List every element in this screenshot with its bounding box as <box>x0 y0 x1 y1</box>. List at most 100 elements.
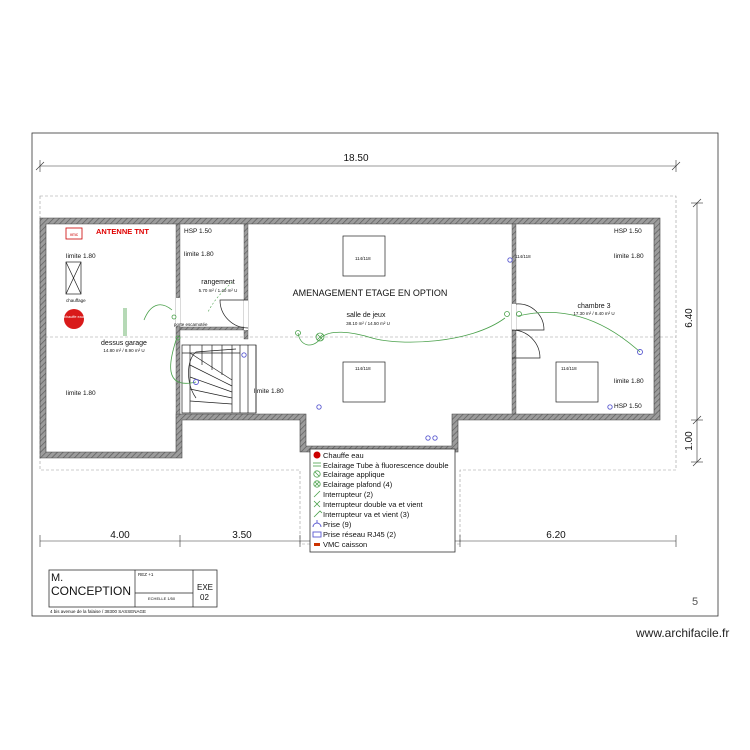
porte-label: porte escamotée <box>174 322 208 327</box>
socket-icon <box>241 352 247 358</box>
electrical-symbols <box>171 257 643 441</box>
rj45-icon <box>312 531 322 538</box>
dim-seg-left: 4.00 <box>110 530 130 541</box>
dim-seg-mid: 3.50 <box>232 530 252 541</box>
switch-icon <box>516 311 522 317</box>
svg-text:Eclairage Tube à fluorescence: Eclairage Tube à fluorescence double <box>323 461 449 470</box>
ceiling-light-icon <box>313 480 321 488</box>
svg-text:Prise (9): Prise (9) <box>323 520 352 529</box>
dimension-total-width: 18.50 <box>35 153 681 172</box>
sheet-border <box>31 132 719 617</box>
socket-icon <box>507 257 513 263</box>
title-block: M. CONCEPTION REZ +1 ECHELLE 1/50 EXE 02… <box>48 569 218 614</box>
chambre-name: chambre 3 <box>577 303 610 310</box>
company-line1: M. <box>51 572 63 584</box>
hsp-label: HSP 1.50 <box>184 228 212 235</box>
salle-name: salle de jeux <box>347 312 386 319</box>
legend-fluorescent: Eclairage Tube à fluorescence double <box>313 461 449 470</box>
socket-icon <box>607 404 613 410</box>
socket-icon <box>432 435 438 441</box>
rangement-name: rangement <box>201 279 235 286</box>
limit-label: limite 1.80 <box>184 251 214 258</box>
staircase <box>181 344 257 414</box>
switch-icon <box>175 335 181 341</box>
electrical-wiring <box>123 281 641 384</box>
legend-rj45: Prise réseau RJ45 (2) <box>312 530 396 539</box>
antenna-label: ANTENNE TNT <box>96 227 149 236</box>
legend-va-et-vient: Interrupteur va et vient (3) <box>313 510 410 519</box>
address: 4 bis avenue de la falaise / 38300 SASSE… <box>50 609 146 614</box>
switch-icon <box>171 314 177 320</box>
velux-windows: 114/118 114/118 114/118 114/118 <box>342 235 599 403</box>
velux-label: 114/118 <box>561 366 577 371</box>
wall-light-icon <box>313 470 321 478</box>
rangement-area: 5.70 m² / 1.40 m² U <box>199 288 238 293</box>
chambre-area: 17.30 m² / 8.40 m² U <box>573 311 614 316</box>
exterior-walls <box>39 217 661 459</box>
page-number: 5 <box>692 596 698 608</box>
dim-total-label: 18.50 <box>343 153 368 164</box>
legend-vmc: VMC caisson <box>314 540 367 549</box>
doors <box>176 298 545 359</box>
limit-label: limite 1.80 <box>614 378 644 385</box>
switch-icon <box>313 490 321 498</box>
red-disc-icon <box>313 451 321 459</box>
dimension-right-vertical: 6.40 1.00 <box>684 198 703 467</box>
socket-icon <box>193 379 199 385</box>
limit-label: limite 1.80 <box>66 390 96 397</box>
ceiling-light-icon <box>315 332 325 342</box>
dim-depth-label: 6.40 <box>684 308 695 328</box>
limit-label: limite 1.80 <box>614 253 644 260</box>
wall-light-icon <box>295 330 301 336</box>
legend-interrupteur: Interrupteur (2) <box>313 490 374 499</box>
room-labels: limite 1.80 limite 1.80 HSP 1.50 limite … <box>66 228 644 410</box>
switch-icon <box>504 311 510 317</box>
salle-area: 38.10 m² / 14.50 m² U <box>346 321 390 326</box>
velux-label: 114/118 <box>355 256 371 261</box>
limit-label: limite 1.80 <box>254 388 284 395</box>
limit-label: limite 1.80 <box>66 253 96 260</box>
exe-num: 02 <box>200 593 209 602</box>
legend-prise: Prise (9) <box>312 520 352 529</box>
garage-name: dessus garage <box>101 340 147 347</box>
vmc-box <box>65 227 83 240</box>
socket-icon <box>637 349 643 355</box>
garage-equipment: vmc ANTENNE TNT chauffage chauffe eau <box>64 227 149 329</box>
socket-icon <box>425 435 431 441</box>
legend-applique: Eclairage applique <box>313 470 385 479</box>
vmc-badge: vmc <box>70 232 79 237</box>
chauffage-label: chauffage <box>66 298 86 303</box>
scale-label: ECHELLE 1/50 <box>148 596 176 601</box>
svg-text:Interrupteur double va et vien: Interrupteur double va et vient <box>323 500 424 509</box>
company-line2: CONCEPTION <box>51 584 131 598</box>
chauffe-eau-label: chauffe eau <box>64 315 84 319</box>
dim-seg-right: 6.20 <box>546 530 566 541</box>
exe-label: EXE <box>197 583 213 592</box>
svg-text:Interrupteur va et vient (3): Interrupteur va et vient (3) <box>323 510 410 519</box>
svg-text:Interrupteur (2): Interrupteur (2) <box>323 490 374 499</box>
legend: Chauffe eau Eclairage Tube à fluorescenc… <box>309 448 456 553</box>
legend-double-va-et-vient: Interrupteur double va et vient <box>313 500 424 509</box>
double-switch-icon <box>313 500 321 508</box>
garage-area: 14.80 m² / 8.90 m² U <box>103 348 144 353</box>
svg-text:VMC caisson: VMC caisson <box>323 540 367 549</box>
svg-text:Eclairage applique: Eclairage applique <box>323 470 385 479</box>
legend-chauffe-eau: Chauffe eau <box>313 451 364 460</box>
main-title: AMENAGEMENT ETAGE EN OPTION <box>293 288 448 298</box>
hsp-label: HSP 1.50 <box>614 403 642 410</box>
svg-text:Chauffe eau: Chauffe eau <box>323 451 364 460</box>
two-way-switch-icon <box>313 510 323 518</box>
watermark: www.archifacile.fr <box>636 626 730 640</box>
legend-plafond: Eclairage plafond (4) <box>313 480 393 489</box>
water-heater-icon <box>64 309 84 329</box>
svg-text:Eclairage plafond (4): Eclairage plafond (4) <box>323 480 393 489</box>
ref-label: REZ +1 <box>138 572 154 577</box>
svg-text:Prise réseau RJ45 (2): Prise réseau RJ45 (2) <box>323 530 396 539</box>
dim-step-label: 1.00 <box>684 431 695 451</box>
velux-label: 114/118 <box>355 366 371 371</box>
velux-label: 114/118 <box>515 254 531 259</box>
hsp-label: HSP 1.50 <box>614 228 642 235</box>
socket-icon <box>316 404 322 410</box>
storage-box <box>65 261 82 295</box>
